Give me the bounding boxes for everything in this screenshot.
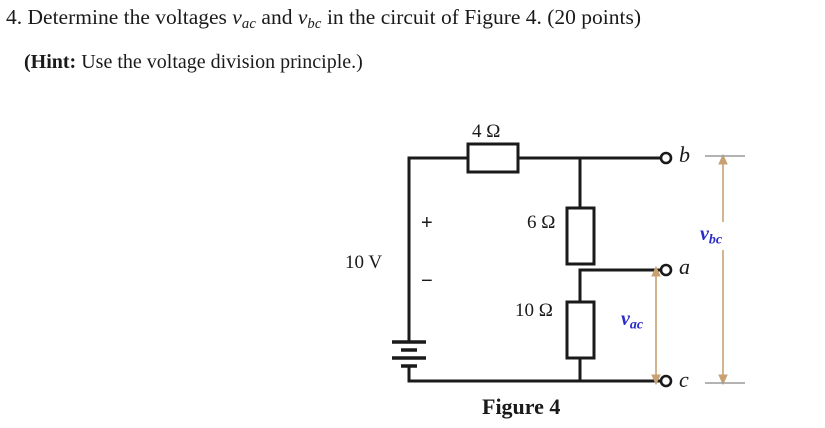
hint-text: Use the voltage division principle.) <box>81 51 363 73</box>
measurement-arrow-vbc <box>705 153 745 386</box>
resistor-4ohm-body <box>466 142 520 174</box>
vac-arrowhead-down <box>651 374 661 386</box>
terminal-a-circle[interactable] <box>659 263 673 277</box>
resistor-10ohm-label: 10 Ω <box>515 300 553 321</box>
figure-caption: Figure 4 <box>482 394 561 419</box>
resistor-10ohm-body <box>565 300 596 360</box>
problem-statement: 4. Determine the voltages vac and vbc in… <box>6 2 822 39</box>
vac-arrowhead-up <box>651 265 661 277</box>
vbc-base: v <box>700 223 709 245</box>
terminal-b-circle[interactable] <box>659 151 673 165</box>
vbc-arrowhead-up <box>718 153 728 165</box>
problem-text-after: in the circuit of Figure 4. (20 points) <box>326 5 642 29</box>
terminal-c-circle[interactable] <box>659 374 673 388</box>
terminal-label-c: c <box>679 367 689 392</box>
resistor-6ohm-body <box>565 206 596 266</box>
vbc-arrowhead-down <box>718 374 728 386</box>
voltage-label-vac: vac <box>618 307 647 335</box>
polarity-minus-sign: − <box>421 270 433 292</box>
wire-group <box>407 156 663 383</box>
resistor-6ohm-label: 6 Ω <box>527 212 556 233</box>
problem-number: 4. <box>6 5 23 29</box>
circuit-figure: 4 Ω 6 Ω 10 Ω 10 V + − b a c vbc vac Figu… <box>0 104 825 428</box>
polarity-plus-sign: + <box>421 212 433 234</box>
resistor-4ohm-label: 4 Ω <box>472 121 501 142</box>
voltage-source-symbol <box>392 340 426 368</box>
hint-label: (Hint: <box>24 51 77 73</box>
problem-text-middle: and <box>261 5 293 29</box>
problem-hint: (Hint: Use the voltage division principl… <box>24 48 363 76</box>
measurement-arrow-vac <box>651 265 661 386</box>
voltage-label-vbc: vbc <box>697 222 726 250</box>
vac-subscript: ac <box>629 317 644 333</box>
variable-vac: vac <box>232 5 257 33</box>
problem-text-before: Determine the voltages <box>27 5 227 29</box>
voltage-source-label: 10 V <box>345 252 383 273</box>
vbc-subscript: bc <box>708 232 723 248</box>
junction-bottom <box>579 380 581 382</box>
junction-node-a <box>579 269 581 271</box>
terminal-label-a: a <box>679 254 690 279</box>
circuit-schematic <box>392 142 745 388</box>
variable-vbc: vbc <box>297 5 322 33</box>
terminal-label-b: b <box>679 142 690 167</box>
junction-top <box>579 157 581 159</box>
vac-base: v <box>621 308 630 330</box>
